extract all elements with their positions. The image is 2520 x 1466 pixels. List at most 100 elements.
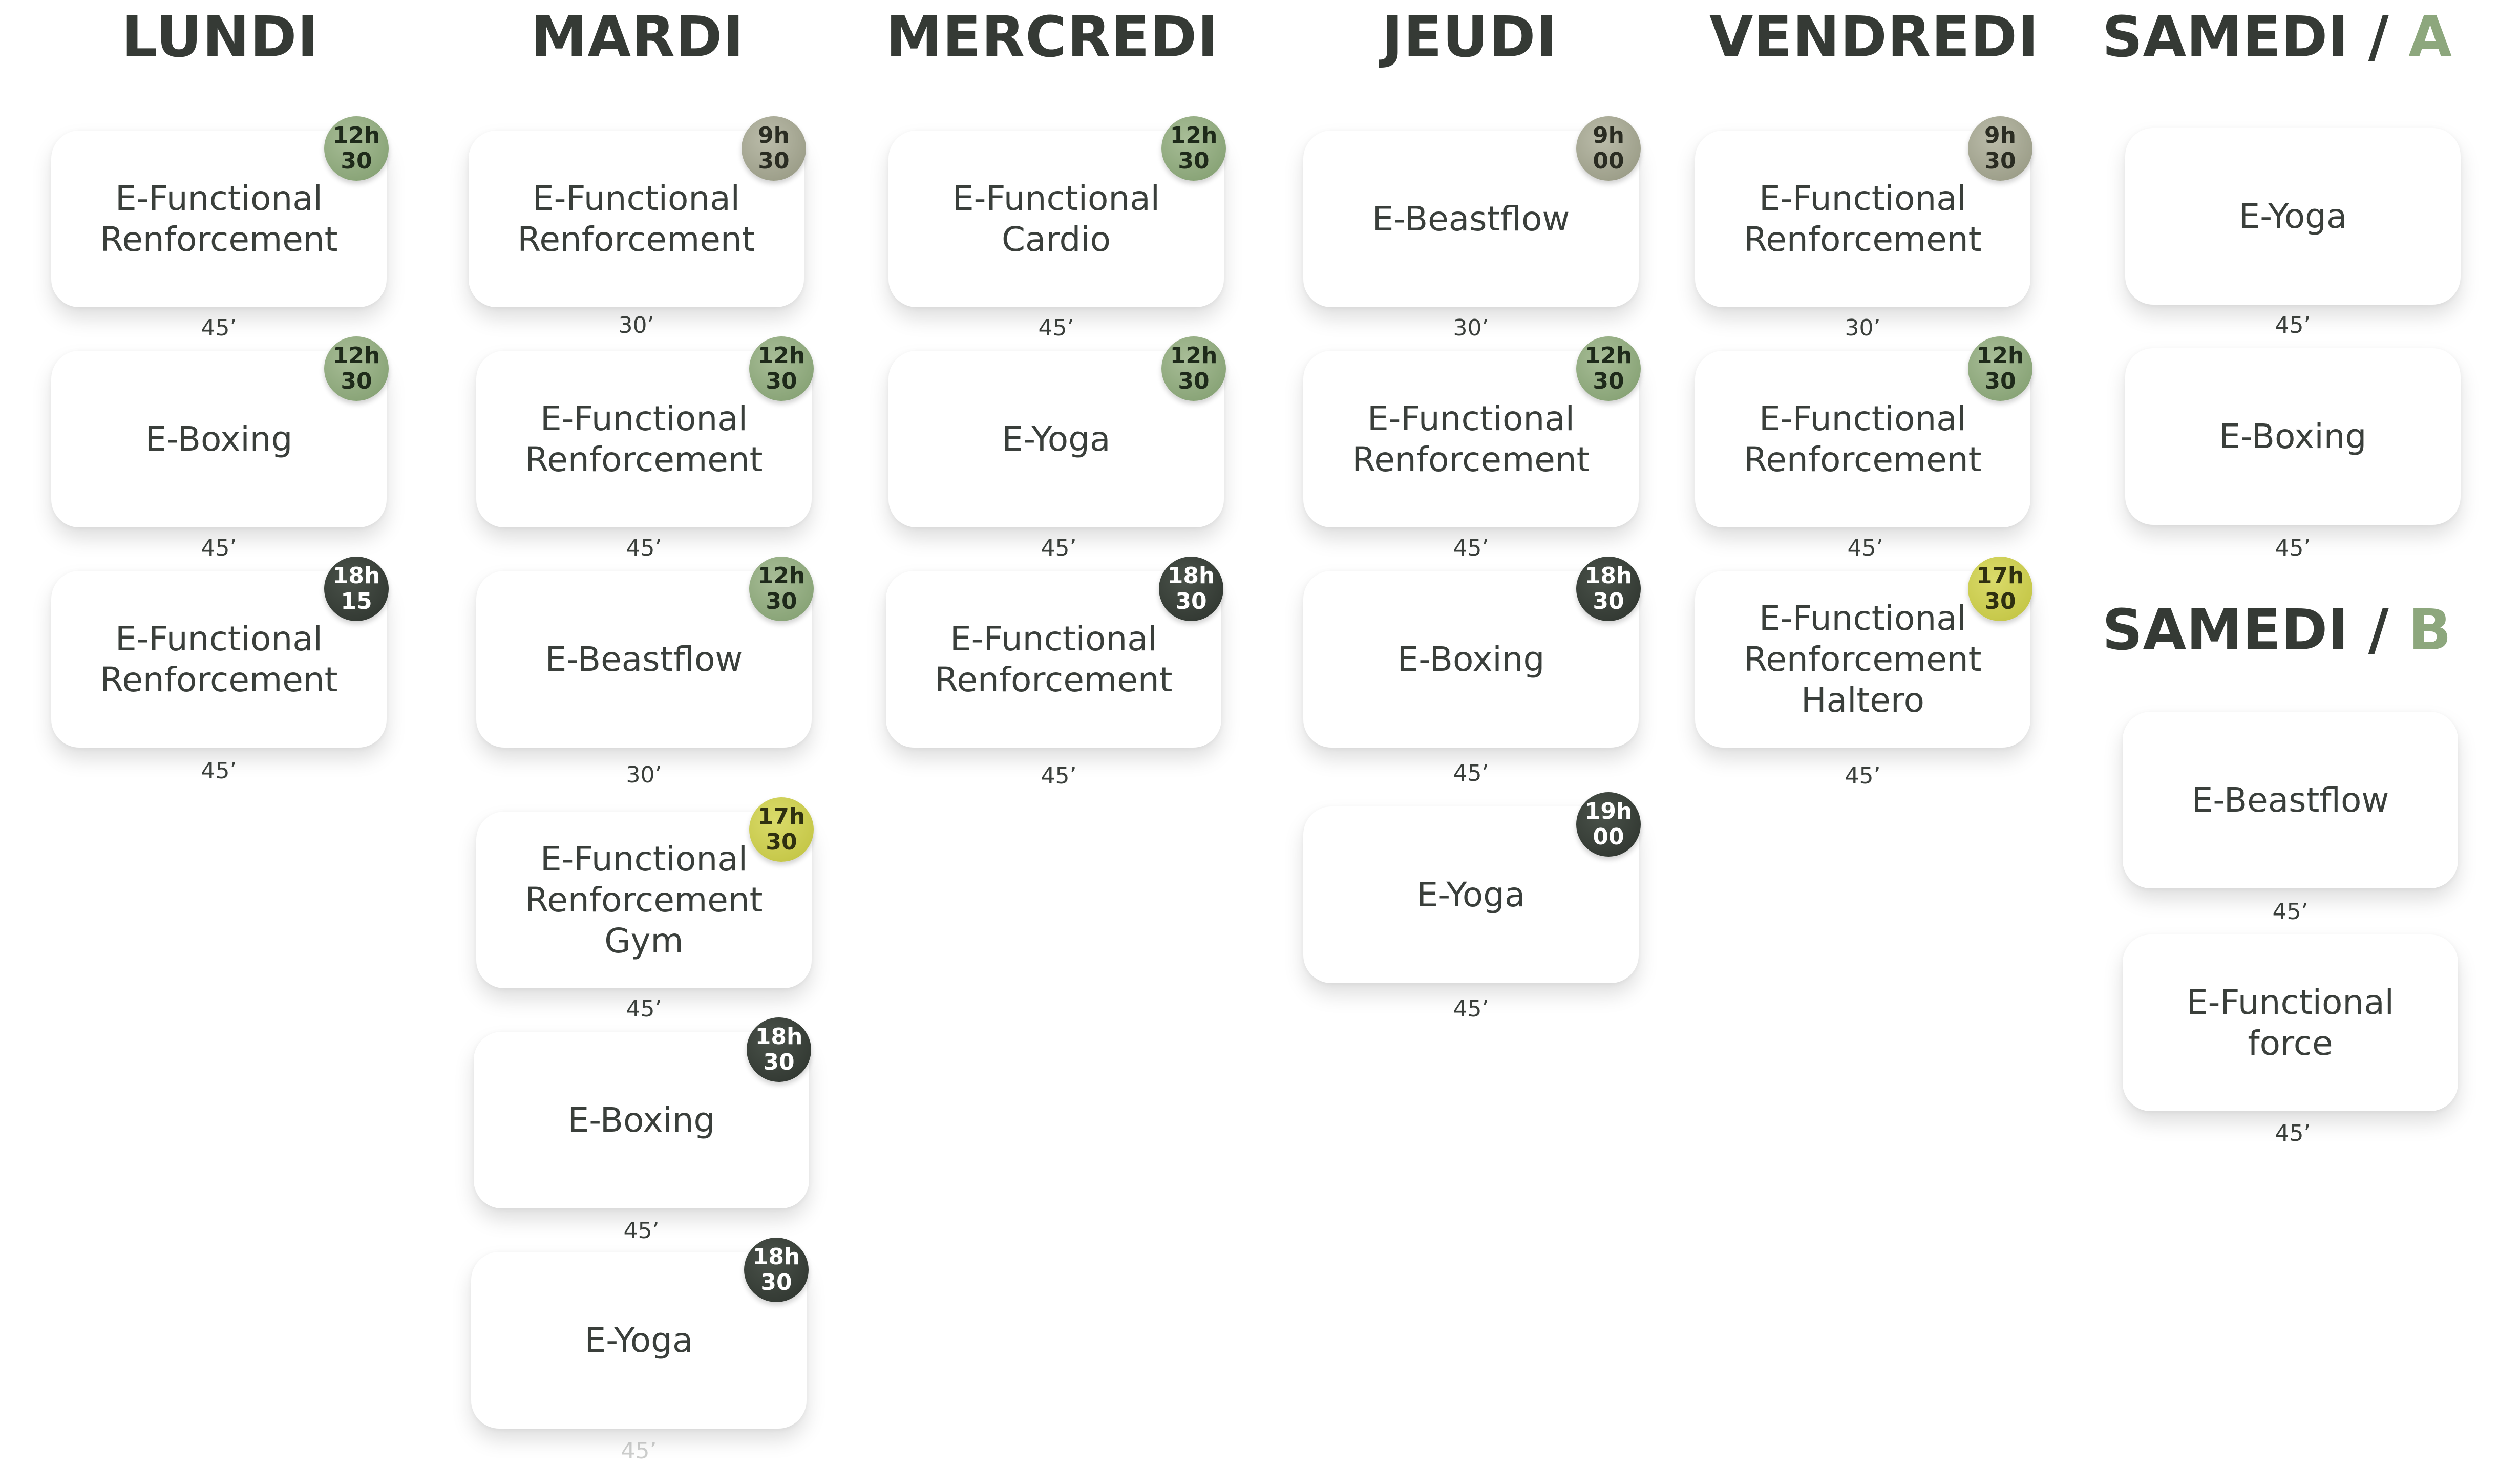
class-title: E-Functional Renforcement xyxy=(525,398,763,479)
time-hour: 19h xyxy=(1584,798,1633,824)
class-duration: 45’ xyxy=(201,535,237,561)
class-duration: 45’ xyxy=(2272,899,2309,925)
class-card[interactable]: E-Boxing xyxy=(2125,348,2461,525)
class-title: E-Functional Renforcement xyxy=(1744,398,1982,479)
class-card[interactable]: E-Functional force xyxy=(2123,934,2458,1111)
class-duration: 30’ xyxy=(618,312,654,338)
day-heading-samedi-a: SAMEDI / A xyxy=(2102,6,2452,68)
class-duration: 45’ xyxy=(1847,535,1883,561)
class-duration: 45’ xyxy=(1041,535,1077,561)
time-hour: 18h xyxy=(752,1244,800,1270)
class-duration: 45’ xyxy=(626,535,662,561)
class-title: E-Beastflow xyxy=(2191,780,2389,820)
samedi-b-letter: B xyxy=(2408,597,2451,663)
day-heading-vendredi: VENDREDI xyxy=(1709,4,2039,70)
time-hour: 12h xyxy=(757,563,806,589)
class-title: E-Functional Renforcement xyxy=(1352,398,1590,479)
time-minute: 30 xyxy=(758,148,790,174)
time-hour: 12h xyxy=(1584,343,1633,369)
class-duration: 30’ xyxy=(1453,315,1489,341)
class-title: E-Beastflow xyxy=(545,639,743,679)
class-duration: 45’ xyxy=(1453,760,1489,787)
class-title: E-Yoga xyxy=(2238,196,2347,236)
class-duration: 45’ xyxy=(1845,763,1881,789)
samedi-b-day: SAMEDI xyxy=(2102,597,2349,663)
time-hour: 12h xyxy=(1170,343,1218,369)
time-minute: 30 xyxy=(760,1269,792,1295)
time-minute: 00 xyxy=(1593,824,1624,850)
class-title: E-Beastflow xyxy=(1372,199,1570,239)
time-minute: 30 xyxy=(766,588,797,614)
class-duration: 45’ xyxy=(1038,315,1074,341)
class-title: E-Functional force xyxy=(2186,982,2395,1063)
samedi-a-letter: A xyxy=(2408,4,2452,70)
class-duration: 45’ xyxy=(1453,535,1489,561)
class-duration: 45’ xyxy=(626,996,662,1022)
time-minute: 15 xyxy=(341,588,372,614)
time-minute: 30 xyxy=(1984,148,2016,174)
class-duration: 30’ xyxy=(1845,315,1881,341)
time-minute: 30 xyxy=(1175,588,1207,614)
time-minute: 00 xyxy=(1593,148,1624,174)
time-hour: 18h xyxy=(332,563,380,589)
time-hour: 12h xyxy=(332,343,380,369)
time-minute: 30 xyxy=(1593,588,1624,614)
class-duration: 45’ xyxy=(201,758,237,784)
class-title: E-Functional Renforcement xyxy=(100,619,338,699)
samedi-a-day: SAMEDI xyxy=(2102,4,2349,70)
time-minute: 30 xyxy=(766,368,797,394)
time-minute: 30 xyxy=(766,829,797,855)
time-minute: 30 xyxy=(1593,368,1624,394)
class-duration: 45’ xyxy=(2275,535,2311,561)
class-title: E-Yoga xyxy=(1416,875,1526,915)
time-minute: 30 xyxy=(1984,588,2016,614)
time-minute: 30 xyxy=(341,368,372,394)
class-title: E-Functional Renforcement xyxy=(1744,178,1982,259)
class-title: E-Yoga xyxy=(1002,419,1111,459)
class-duration: 45’ xyxy=(2275,312,2311,338)
time-hour: 17h xyxy=(1976,563,2024,589)
time-hour: 9h xyxy=(758,122,790,148)
class-duration: 45’ xyxy=(2275,1120,2311,1146)
class-card[interactable]: E-Beastflow xyxy=(2123,712,2458,888)
day-heading-mardi: MARDI xyxy=(531,4,745,70)
class-card[interactable]: E-Yoga xyxy=(2125,128,2461,305)
class-title: E-Yoga xyxy=(584,1320,693,1360)
day-heading-jeudi: JEUDI xyxy=(1382,4,1558,70)
time-hour: 12h xyxy=(1976,343,2024,369)
class-title: E-Functional Renforcement Haltero xyxy=(1744,598,1982,720)
